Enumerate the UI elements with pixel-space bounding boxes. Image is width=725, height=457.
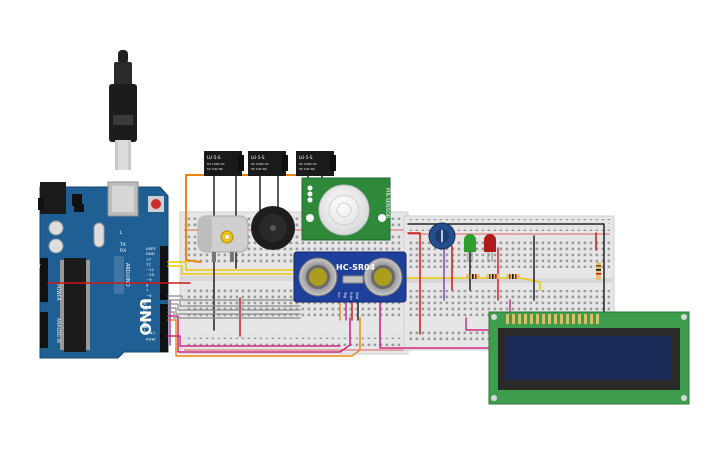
analog-header [40,312,48,348]
digital-pin-label: ~6 [146,293,152,298]
led-red [484,234,496,262]
lcd-pin [518,314,521,324]
analog-pin-label: A2 [30,326,36,331]
arduino-rx-label: RX [120,248,126,254]
relay-label: LU-5-S [299,155,313,160]
digital-header-bottom [160,304,168,352]
lcd-pin [596,314,599,324]
arduino-analog-label: ANALOG IN [55,318,61,343]
arduino-sub-brand: ARDUINO [124,263,130,287]
digital-header-top [160,246,168,300]
digital-pin-label: ~5 [146,304,152,309]
relay-rating: 5V 24V DC [207,167,223,171]
ultrasonic-pin-label: Vcc [337,292,341,298]
analog-pin-label: A0 [30,314,36,319]
power-pin-label: 3.3V [28,270,37,275]
resistor [506,274,520,279]
power-pin-label: IOREF [28,258,41,263]
dc-motor [197,215,249,262]
piezo-buzzer [251,206,295,250]
wires [47,174,605,357]
arduino-uno-board: UNO ARDUINO L TX RX POWER ANALOG IN DIGI… [28,181,169,359]
power-header [40,258,48,302]
relay-rating: 5V 24V DC [251,167,267,171]
usb-cable [109,50,137,170]
lcd-pin [548,314,551,324]
relay-rating: 5V 120V AC [207,162,225,166]
lcd-display [488,311,690,405]
digital-pin-label: ~11 [146,267,155,272]
relay-rating: 5V 120V AC [299,162,317,166]
relay-rating: 5V 120V AC [251,162,269,166]
arduino-digital-label: DIGITAL (PWM~) [142,300,147,334]
lcd-header-pins [506,314,599,324]
digital-pin-label: 7 [146,288,149,293]
lcd-pin [524,314,527,324]
ultrasonic-label: HC-SR04 [336,263,376,272]
digital-pin-label: ~9 [146,277,152,282]
resistor [486,274,500,279]
lcd-pin [530,314,533,324]
lcd-pin [584,314,587,324]
lcd-pin [554,314,557,324]
ultrasonic-pin-label: Echo [349,292,353,300]
digital-pin-label: ~10 [146,272,155,277]
pir-label: PIR-SENSOR [384,188,390,219]
analog-pin-label: A3 [30,332,36,337]
lcd-pin [506,314,509,324]
digital-pin-label: TX▸1 [145,330,156,335]
lcd-pin [560,314,563,324]
analog-pin-label: A1 [30,320,36,325]
lcd-pin [512,314,515,324]
lcd-pin [542,314,545,324]
lcd-pin [590,314,593,324]
ultrasonic-pin-label: Gnd [355,292,359,299]
resistor [596,262,601,280]
ultrasonic-pin-label: Trig [343,291,347,298]
arduino-l-label: L [120,230,123,236]
power-pin-label: 5V [28,276,34,281]
potentiometer [428,222,456,250]
analog-pin-label: A5 [30,344,36,349]
arduino-power-label: POWER [55,284,61,301]
digital-pin-label: RX◂0 [146,337,156,342]
digital-pin-label: 2 [146,324,149,329]
relay-label: LU-5-S [207,155,221,160]
arduino-brand: UNO [136,298,154,336]
digital-pin-label: AREF [146,246,156,251]
resistor [466,274,480,279]
digital-pin-label: 4 [146,311,149,316]
lcd-pin [572,314,575,324]
power-pin-label: VIN [28,294,35,299]
lcd-pin [566,314,569,324]
pir-sensor: PIR-SENSOR [301,177,391,241]
digital-pin-label: 8 [146,282,149,287]
relay-label: LU-5-S [251,155,265,160]
relay-rating: 5V 24V DC [299,167,315,171]
led-green [464,234,476,262]
lcd-pin [578,314,581,324]
power-pin-label: RESET [28,264,41,269]
digital-pin-label: 12 [146,262,151,267]
power-pin-label: GND [28,288,37,293]
digital-pin-label: 13 [146,256,151,261]
arduino-tx-label: TX [119,242,126,248]
analog-pin-label: A4 [30,338,36,343]
digital-pin-label: ~3 [146,317,152,322]
digital-pin-label: GND [146,251,155,256]
resistors [466,262,601,280]
power-pin-label: GND [28,282,37,287]
lcd-pin [536,314,539,324]
